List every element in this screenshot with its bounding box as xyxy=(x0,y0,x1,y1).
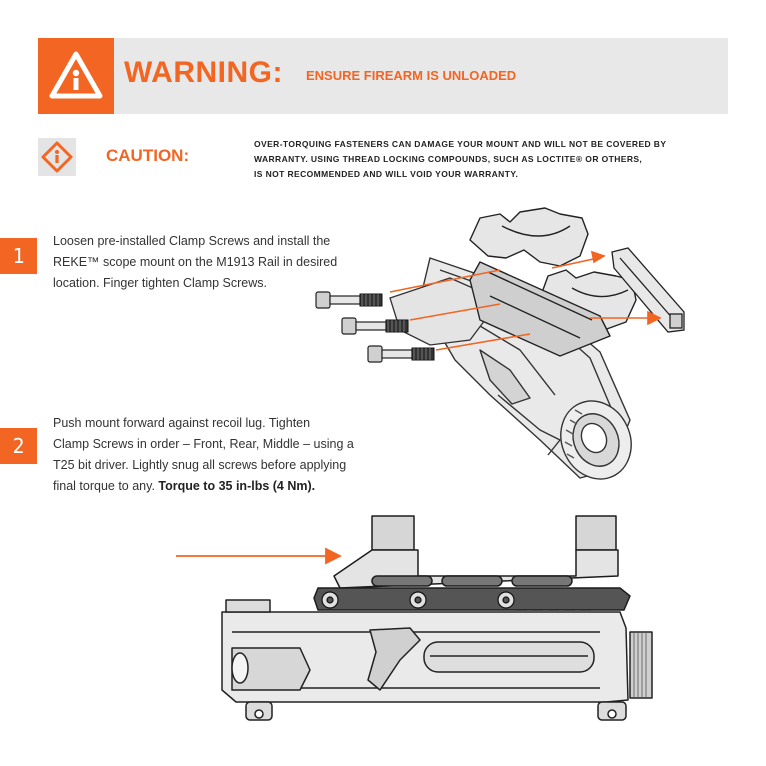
step-1-line: REKE™ scope mount on the M1913 Rail in d… xyxy=(53,255,338,269)
clamp-screw-heads xyxy=(321,591,515,609)
clamp-screw-1 xyxy=(315,291,383,309)
step-2-line: T25 bit driver. Lightly snug all screws … xyxy=(53,458,347,472)
step-1-line: location. Finger tighten Clamp Screws. xyxy=(53,276,267,290)
step-1-text: Loosen pre-installed Clamp Screws and in… xyxy=(53,231,337,294)
install-arrows xyxy=(389,250,662,351)
caution-line: IS NOT RECOMMENDED AND WILL VOID YOUR WA… xyxy=(254,169,519,179)
step-1-number: 1 xyxy=(0,238,37,274)
picatinny-rail-teeth xyxy=(515,601,591,611)
warning-icon-box xyxy=(38,38,114,114)
upper-receiver-angled xyxy=(419,257,631,479)
step-2-line: Push mount forward against recoil lug. T… xyxy=(53,416,311,430)
torque-spec: Torque to 35 in-lbs (4 Nm). xyxy=(158,479,316,493)
clamp-screw-3 xyxy=(367,345,435,363)
step-2-text: Push mount forward against recoil lug. T… xyxy=(53,413,354,497)
caution-title: CAUTION: xyxy=(106,146,190,165)
clamp-screws xyxy=(315,291,435,363)
recoil-lug-plate xyxy=(611,247,685,333)
caution-line: WARRANTY. USING THREAD LOCKING COMPOUNDS… xyxy=(254,154,643,164)
caution-icon-box xyxy=(38,138,76,176)
caution-line: OVER-TORQUING FASTENERS CAN DAMAGE YOUR … xyxy=(254,139,667,149)
warning-title: WARNING: xyxy=(124,56,283,89)
warning-banner: WARNING: ENSURE FIREARM IS UNLOADED xyxy=(38,38,728,114)
step-2-line: final torque to any. Torque to 35 in-lbs… xyxy=(53,476,354,497)
warning-triangle-icon xyxy=(49,51,103,99)
upper-receiver-side xyxy=(221,599,653,721)
step-1-line: Loosen pre-installed Clamp Screws and in… xyxy=(53,234,331,248)
side-rail-plate xyxy=(389,277,502,346)
warning-subtitle: ENSURE FIREARM IS UNLOADED xyxy=(306,68,517,83)
caution-diamond-icon xyxy=(41,141,73,173)
scope-mount-side xyxy=(313,515,631,611)
caution-text: OVER-TORQUING FASTENERS CAN DAMAGE YOUR … xyxy=(254,137,694,182)
scope-mount-rings xyxy=(469,207,637,357)
clamp-screw-2 xyxy=(341,317,409,335)
step-2-number: 2 xyxy=(0,428,37,464)
step-2-line-text: final torque to any. xyxy=(53,479,155,493)
step-2-line: Clamp Screws in order – Front, Rear, Mid… xyxy=(53,437,354,451)
push-forward-arrow xyxy=(176,547,343,565)
barrel-nut xyxy=(560,400,632,480)
